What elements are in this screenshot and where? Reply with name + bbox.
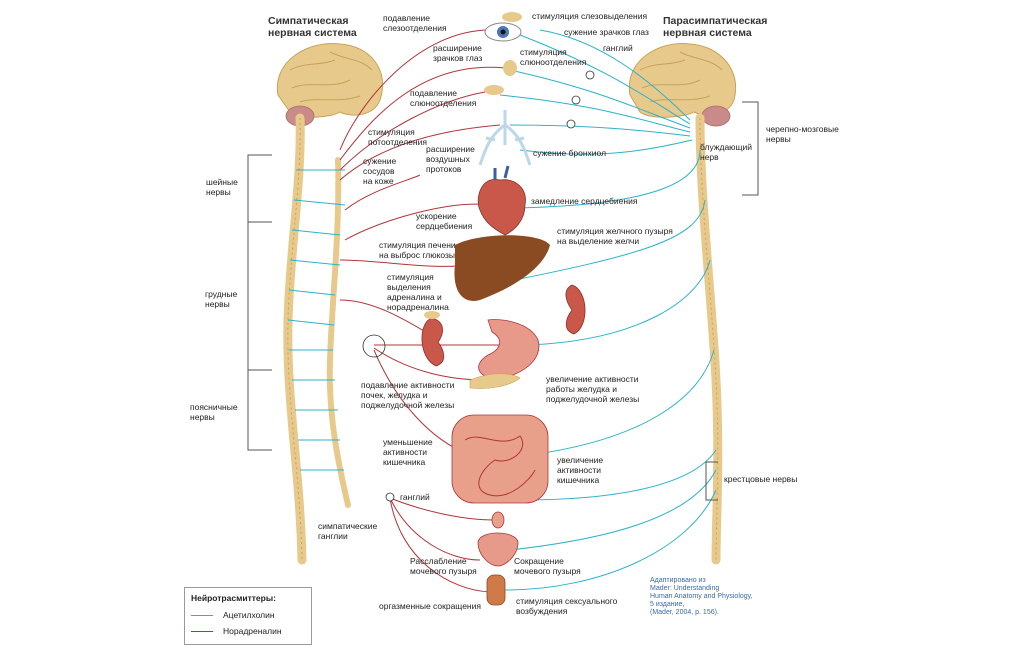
sympathetic-ganglion-chain [326,157,351,508]
legend-label-acetylcholine: Ацетилхолин [223,610,275,620]
intestines [451,414,549,504]
acetylcholine-fibers [287,29,717,591]
label-saliva-stim: стимуляция слюноотделения [520,47,587,67]
label-sacral-nerves: крестцовые нервы [724,474,798,484]
label-saliva-inhibit: подавление слюноотделения [410,88,477,108]
lacrimal-gland [502,12,522,22]
label-tear-inhibit: подавление слезоотделения [383,13,447,33]
left-brain [276,42,384,127]
legend-item-noradrenaline: Норадреналин [191,626,307,636]
label-lumbar-nerves: поясничные нервы [190,402,238,422]
liver [454,235,550,301]
label-bile-stim: стимуляция желчного пузыря на выделение … [557,226,673,246]
legend-item-acetylcholine: Ацетилхолин [191,610,307,620]
label-stomach-up: увеличение активности работы желудка и п… [546,374,640,404]
label-adrenaline: стимуляция выделения адреналина и норадр… [387,272,449,312]
ganglia-markers [385,70,595,502]
reproductive-organ [486,574,506,606]
eye [484,22,522,42]
label-cervical-nerves: шейные нервы [206,177,238,197]
nerve-brackets [247,101,759,501]
legend: Нейротрасмиттеры: Ацетилхолин Норадренал… [184,587,312,645]
label-orgasm: оргазменные сокращения [379,601,481,611]
label-glucose: стимуляция печени на выброс глюкозы [379,240,456,260]
label-pupil-dilate: расширение зрачков глаз [433,43,483,63]
label-heart-accel: ускорение сердцебиения [416,211,473,231]
bladder [477,532,519,567]
label-cranial-ganglion: ганглий [603,43,633,53]
label-thoracic-nerves: грудные нервы [205,289,238,309]
kidney-left [421,317,445,367]
label-sympathetic-ganglia: симпатические ганглии [318,521,378,541]
label-vasoconstrict: сужение сосудов на коже [363,156,397,186]
pancreas [469,373,521,389]
label-bladder-contract: Сокращение мочевого пузыря [514,556,581,576]
label-cranial-nerves: черепно-мозговые нервы [766,124,839,144]
legend-swatch-noradrenaline [191,631,213,632]
bronchi [478,110,532,166]
title-sympathetic: Симпатическая нервная система [268,15,357,39]
label-intestine-up: увеличение активности кишечника [557,455,604,485]
right-brain [628,42,737,127]
label-sexual-stim: стимуляция сексуального возбуждения [516,596,618,616]
label-bronchoconstrict: сужение бронхиол [533,148,607,158]
salivary-gland-2 [484,85,504,95]
label-bladder-relax: Расслабление мочевого пузыря [410,556,477,576]
celiac-ganglion-circle [362,334,386,358]
label-sweat-stim: стимуляция потоотделения [368,127,427,147]
kidney-right [565,284,586,335]
label-kidney-inhibit: подавление активности почек, желудка и п… [361,380,455,410]
salivary-gland [503,60,517,76]
title-parasympathetic: Парасимпатическая нервная система [663,15,768,39]
source-note: Адаптировано из Mader: Understanding Hum… [650,577,753,616]
label-vagus-nerve: блуждающий нерв [700,142,753,162]
label-lumbar-ganglion: ганглий [400,492,430,502]
label-pupil-constrict: сужение зрачков глаз [564,27,649,37]
right-spinal-cord [695,113,723,565]
label-bronchodilate: расширение воздушных протоков [426,144,475,174]
stomach [478,319,540,379]
heart [477,179,526,236]
legend-title: Нейротрасмиттеры: [191,593,276,603]
legend-label-noradrenaline: Норадреналин [223,626,282,636]
label-intestine-inhibit: уменьшение активности кишечника [383,437,433,467]
label-tear-stim: стимуляция слезовыделения [532,11,648,21]
label-heart-slow: замедление сердцебиения [531,196,638,206]
left-spinal-cord [283,113,307,565]
legend-swatch-acetylcholine [191,615,213,616]
